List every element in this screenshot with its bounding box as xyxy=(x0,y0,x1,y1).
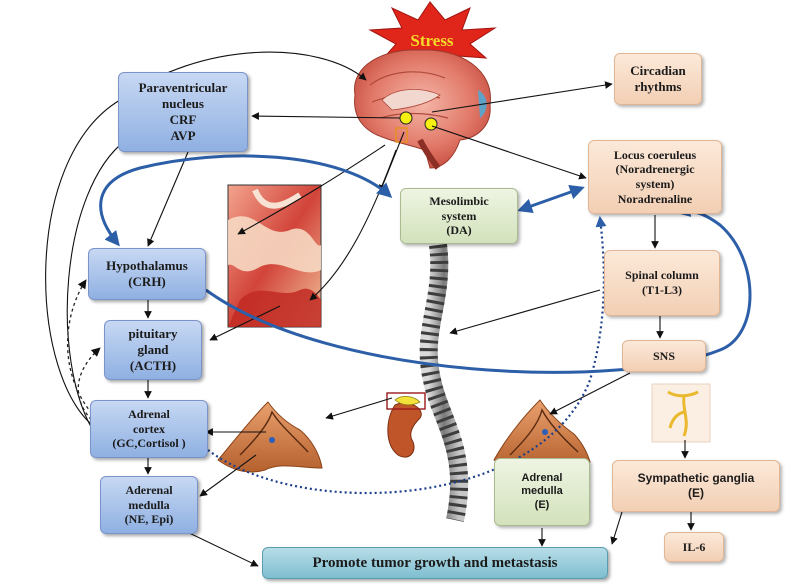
il6-box: IL-6 xyxy=(664,532,724,562)
kidney-icon xyxy=(387,393,425,457)
pituitary-gland-box: pituitary gland (ACTH) xyxy=(104,320,202,380)
adrenal-cortex-box: Adrenal cortex (GC,Cortisol ) xyxy=(90,400,208,458)
paraventricular-nucleus-box: Paraventricular nucleus CRF AVP xyxy=(118,72,248,152)
sns-box: SNS xyxy=(622,340,706,372)
tumor-growth-box: Promote tumor growth and metastasis xyxy=(262,547,608,579)
circadian-rhythms-box: Circadian rhythms xyxy=(614,53,702,105)
mesolimbic-system-box: Mesolimbic system (DA) xyxy=(400,188,518,244)
spine-icon xyxy=(429,245,459,520)
sympathetic-ganglia-box: Sympathetic ganglia (E) xyxy=(612,460,780,512)
adrenal-medulla-left-box: Aderenal medulla (NE, Epi) xyxy=(100,476,198,534)
hypothalamus-box: Hypothalamus (CRH) xyxy=(88,248,206,300)
spinal-column-box: Spinal column (T1-L3) xyxy=(604,250,720,316)
sympathetic-ganglion-image xyxy=(652,384,710,442)
adrenal-medulla-center-box: Adrenal medulla (E) xyxy=(494,458,590,526)
brain-tissue-image xyxy=(228,185,321,327)
locus-coeruleus-box: Locus coeruleus (Noradrenergic system) N… xyxy=(588,140,722,214)
brain-icon xyxy=(355,50,491,168)
stress-label: Stress xyxy=(410,31,454,50)
adrenal-gland-left-icon xyxy=(218,402,322,472)
